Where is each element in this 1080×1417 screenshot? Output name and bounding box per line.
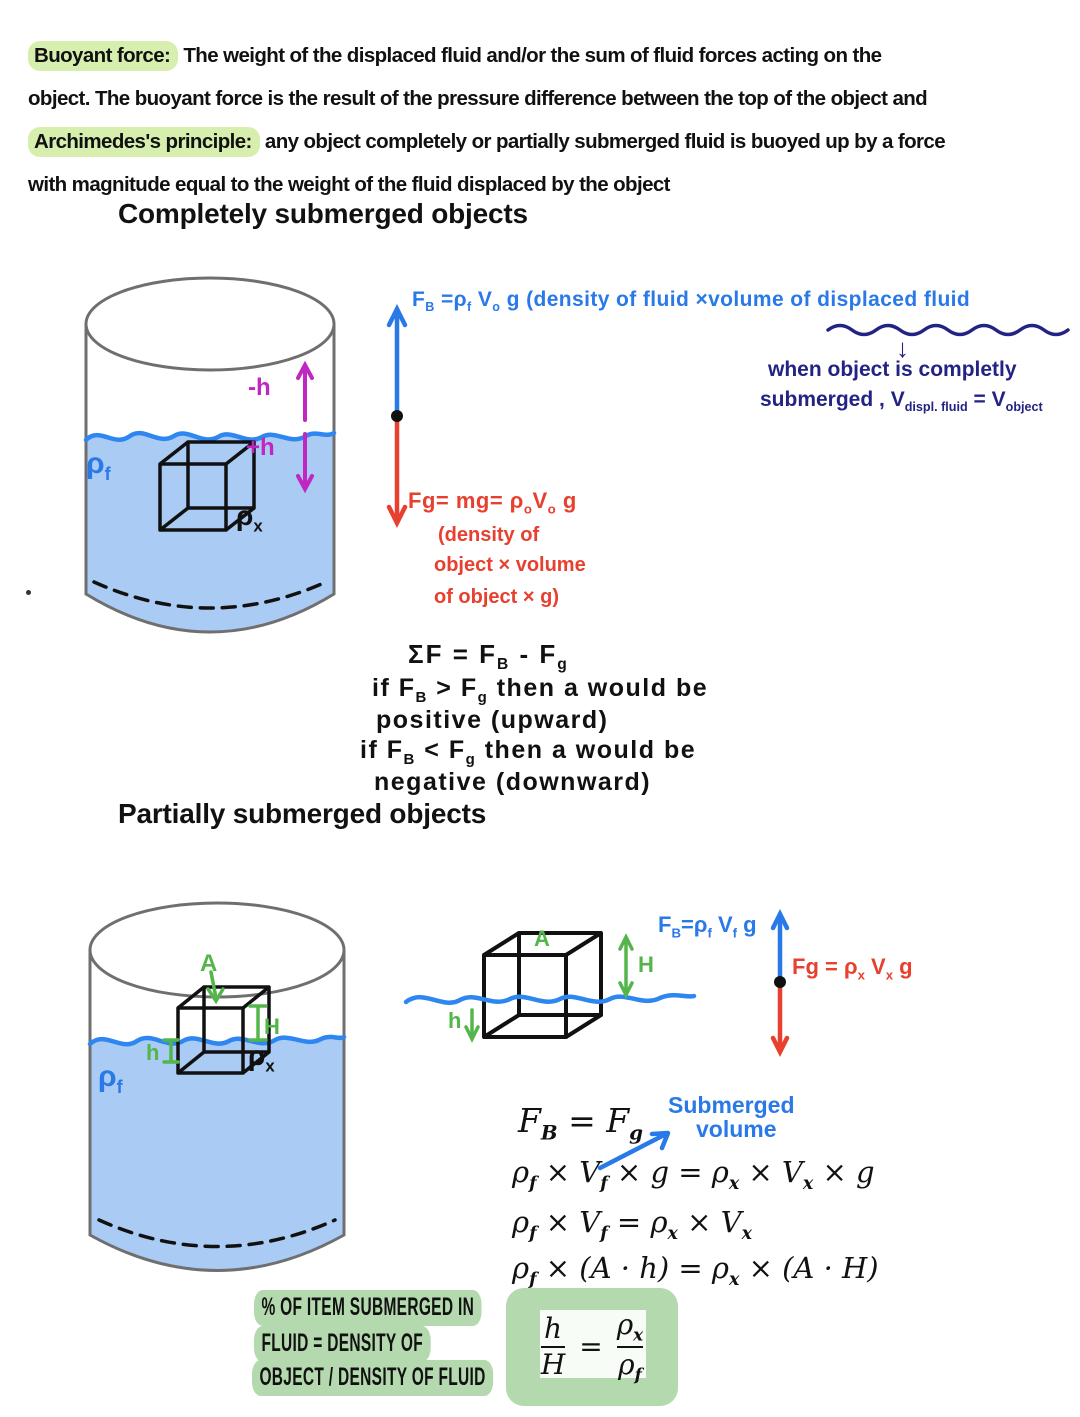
height-label: H [264, 1014, 280, 1039]
definition-paragraph: Buoyant force: The weight of the displac… [28, 34, 946, 206]
gravity-note-1: (density of [438, 524, 540, 546]
area-label: A [200, 950, 218, 977]
net-force-line-1: if FB > Fg then a would be [372, 674, 709, 706]
force-diagram-submerged [386, 303, 408, 529]
section-heading-completely-submerged: Completely submerged objects [118, 198, 528, 229]
fluid-fill [90, 1036, 344, 1271]
ratio-right-numerator: ρx [616, 1307, 644, 1345]
gravity-arrow [770, 979, 790, 1058]
derivation-line-2: ρf × Vf = ρx × Vx [512, 1205, 752, 1244]
submerged-volume-note-line1: Submerged [668, 1092, 795, 1118]
equation-paste-background [540, 1310, 646, 1378]
intro-line-1: Buoyant force: The weight of the displac… [28, 34, 945, 77]
ratio-left-denominator: H [540, 1348, 566, 1381]
depth-label: h [146, 1040, 160, 1065]
intro-line-1-text: The weight of the displaced fluid and/or… [178, 44, 882, 67]
submerged-note-line2: submerged , Vdispl. fluid = Vobject [760, 388, 1043, 415]
ratio-right-denominator: ρf [618, 1348, 642, 1385]
water-line [83, 430, 337, 443]
beaker-diagram-submerged [83, 276, 337, 634]
depth-arrow [464, 1008, 480, 1043]
gravity-note-2: object × volume [434, 554, 586, 576]
derivation-line-3: ρf × (A · h) = ρx × (A · H) [512, 1251, 879, 1290]
conclusion-highlight: OBJECT / DENSITY OF FLUID [252, 1360, 494, 1396]
net-force-line-4: negative (downward) [374, 768, 652, 796]
ratio-equation: h H = ρx ρf [506, 1288, 678, 1406]
net-force-line-2: positive (upward) [376, 706, 609, 734]
cube-depth-label: h [448, 1008, 462, 1033]
above-water-label: -h [248, 374, 271, 401]
force-diagram-partial [770, 908, 790, 1058]
beaker-outline [88, 950, 346, 1272]
term-buoyant-force: Buoyant force: [28, 41, 179, 71]
water-line [403, 993, 697, 1005]
plus-h-arrow [296, 432, 314, 494]
conclusion-highlight: FLUID = DENSITY OF [254, 1326, 431, 1362]
stray-ink-dot [26, 590, 31, 595]
beaker-rim [84, 276, 336, 372]
ratio-right-fraction: ρx ρf [616, 1307, 644, 1385]
conclusion-line-1: FLUID = DENSITY OF [254, 1326, 539, 1362]
partial-buoyant-equation: FB=ρf Vf g [658, 912, 757, 941]
buoyant-force-equation: FB =ρf Vo g (density of fluid ×volume of… [412, 288, 971, 315]
partial-gravity-equation: Fg = ρx Vx g [792, 954, 913, 983]
fluid-density-label: ρf [98, 1060, 123, 1097]
section-heading-partially-submerged: Partially submerged objects [118, 798, 487, 829]
intro-line-3: Archimedes's principle: any object compl… [28, 120, 946, 163]
beaker-outline [84, 324, 336, 634]
bottom-dashed-line [92, 580, 328, 610]
ratio-equals-sign: = [579, 1330, 603, 1363]
beaker-diagram-partial [87, 901, 347, 1272]
submerged-note-line1: when object is completly [768, 358, 1017, 381]
object-density-label: ρx [248, 1040, 275, 1076]
object-density-label: ρx [236, 500, 263, 536]
conclusion-highlight: % OF ITEM SUBMERGED IN [254, 1290, 482, 1326]
force-origin-dot [391, 410, 403, 422]
gravity-force-equation: Fg= mg= ρoVo g [408, 488, 577, 517]
height-double-arrow [618, 933, 634, 999]
cube-height-label: H [638, 952, 654, 977]
fraction-bar [540, 1346, 566, 1348]
ratio-left-numerator: h [544, 1312, 563, 1345]
fluid-density-label: ρf [86, 447, 111, 484]
water-line [87, 1034, 347, 1047]
minus-h-arrow [296, 360, 314, 422]
term-archimedes-principle: Archimedes's principle: [28, 127, 260, 157]
intro-line-4: with magnitude equal to the weight of th… [28, 173, 671, 196]
gravity-arrow [386, 413, 408, 529]
bottom-dashed-line [97, 1218, 337, 1249]
buoyant-arrow [386, 303, 408, 419]
cube-object [158, 440, 256, 532]
buoyant-arrow [770, 908, 790, 985]
displaced-fluid-underline [826, 323, 1070, 337]
fluid-fill [86, 433, 334, 632]
floating-cube-diagram [403, 931, 697, 1043]
conclusion-line-0: % OF ITEM SUBMERGED IN [254, 1290, 621, 1326]
net-force-line-0: ΣF = FB - Fg [408, 639, 569, 674]
note-arrow: ↓ [896, 333, 909, 363]
force-origin-dot [774, 976, 786, 988]
below-water-label: +h [246, 434, 275, 461]
derivation-line-1: ρf × Vf × g = ρx × Vx × g [512, 1155, 875, 1194]
fraction-bar [616, 1346, 644, 1348]
ratio-left-fraction: h H [540, 1312, 566, 1381]
conclusion-line-2: OBJECT / DENSITY OF FLUID [252, 1360, 641, 1396]
gravity-note-3: of object × g) [434, 586, 559, 608]
area-arrow [206, 970, 225, 1005]
submerged-volume-note-line2: volume [696, 1116, 777, 1142]
submerged-volume-arrow [597, 1130, 671, 1171]
intro-line-2: object. The buoyant force is the result … [28, 87, 928, 110]
height-bracket [248, 1004, 268, 1042]
ratio-equation-box: h H = ρx ρf [506, 1288, 678, 1406]
intro-line-3-text: any object completely or partially subme… [259, 130, 946, 153]
cube-area-label: A [534, 926, 550, 951]
net-force-line-3: if FB < Fg then a would be [360, 736, 697, 768]
depth-bracket [162, 1038, 180, 1064]
derivation-line-0: FB = Fg [518, 1101, 644, 1145]
